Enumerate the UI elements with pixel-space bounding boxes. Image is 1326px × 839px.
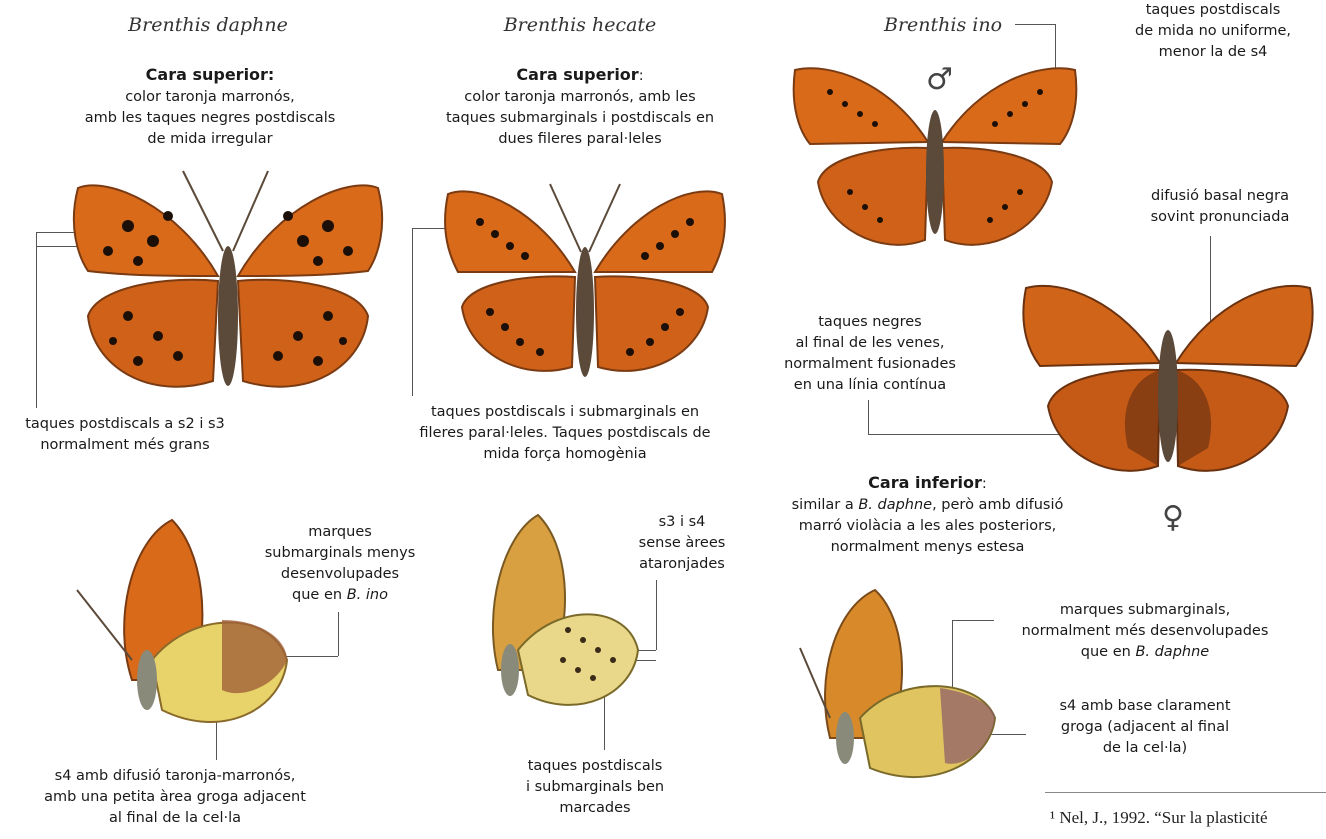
ino-veins-note: taques negres al final de les venes, nor…	[760, 312, 980, 396]
daphne-note-leader-v	[36, 232, 37, 408]
hecate-upperside-illustration	[445, 184, 725, 377]
ino-top-note: taques postdiscals de mida no uniforme, …	[1108, 0, 1318, 63]
footnote: ¹ Nel, J., 1992. “Sur la plasticité	[1050, 808, 1268, 828]
hecate-underside-butterfly	[458, 510, 648, 730]
hecate-upperside-description: Cara superior: color taronja marronós, a…	[415, 64, 745, 150]
ino-underside-text-b: B. daphne	[858, 497, 932, 513]
ino-veins-leader-v	[868, 400, 869, 434]
daphne-upperside-text: color taronja marronós, amb les taques n…	[85, 89, 336, 147]
daphne-upperside-description: Cara superior: color taronja marronós, a…	[60, 64, 360, 150]
ino-male-illustration	[794, 68, 1077, 245]
ino-underside-note-1-species: B. daphne	[1135, 644, 1209, 660]
hecate-upperside-heading: Cara superior	[516, 65, 638, 84]
ino-basal-note: difusió basal negra sovint pronunciada	[1120, 186, 1320, 228]
ino-underside-note-2: s4 amb base clarament groga (adjacent al…	[1030, 696, 1260, 759]
daphne-upperside-illustration	[74, 171, 382, 387]
daphne-underside-butterfly	[72, 510, 302, 750]
ino-top-leader-h	[1015, 24, 1055, 25]
daphne-underside-note-2: s4 amb difusió taronja-marronós, amb una…	[20, 766, 330, 829]
ino-male-butterfly	[790, 62, 1080, 262]
hecate-upperside-note: taques postdiscals i submarginals en fil…	[385, 402, 745, 465]
species-title-ino: Brenthis ino	[884, 14, 1002, 36]
hecate-underside-note-2: taques postdiscals i submarginals ben ma…	[505, 756, 685, 819]
daphne-underside-illustration	[77, 520, 287, 722]
footnote-rule	[1045, 792, 1326, 793]
daphne-upperside-note: taques postdiscals a s2 i s3 normalment …	[0, 414, 250, 456]
ino-female-butterfly	[1018, 278, 1318, 488]
ino-underside-butterfly	[790, 588, 1020, 808]
species-title-hecate: Brenthis hecate	[504, 14, 657, 36]
daphne-underside-note-1-species: B. ino	[347, 587, 388, 603]
species-title-daphne: Brenthis daphne	[128, 14, 288, 36]
ino-underside-note-1: marques submarginals, normalment més des…	[1000, 600, 1290, 663]
ino-underside-heading: Cara inferior	[868, 473, 982, 492]
ino-female-illustration	[1023, 286, 1312, 471]
hecate-upperside-butterfly	[440, 182, 730, 392]
hecate-under-leader-v1	[656, 580, 657, 650]
ino-underside-illustration	[800, 590, 995, 777]
female-symbol: ♀	[1162, 500, 1184, 535]
daphne-upperside-butterfly	[68, 166, 388, 406]
hecate-underside-illustration	[493, 515, 638, 705]
daphne-upperside-heading: Cara superior:	[146, 65, 275, 84]
hecate-note-leader-v	[412, 228, 413, 396]
daphne-under-leader-v1	[338, 612, 339, 656]
